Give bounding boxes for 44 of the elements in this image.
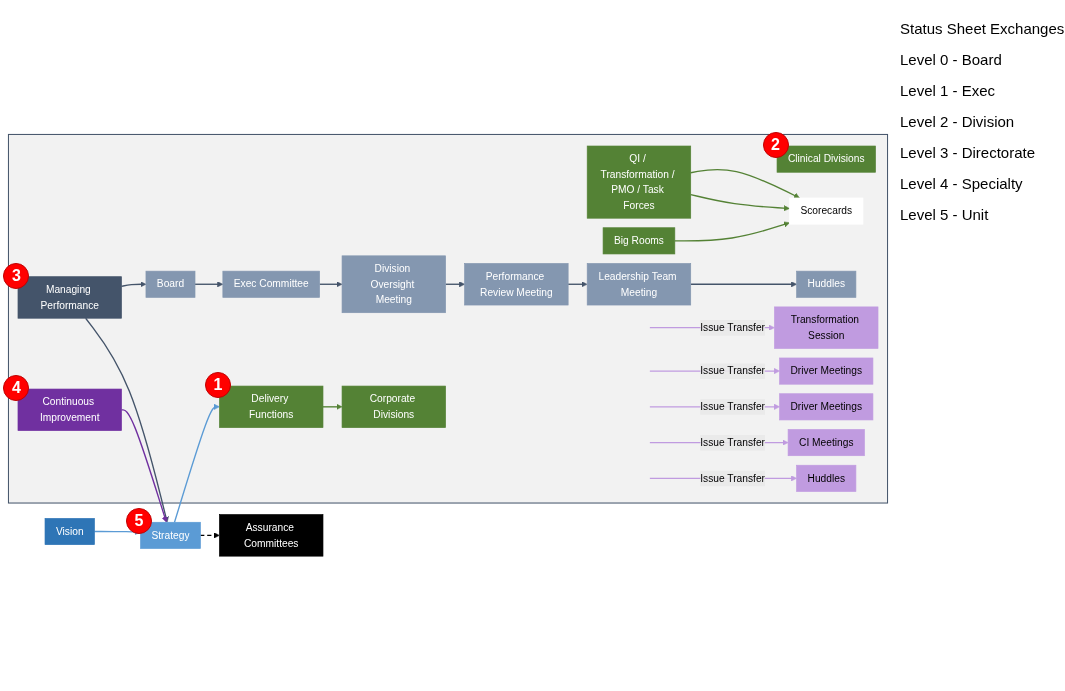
- node-box: Huddles: [795, 465, 856, 492]
- node-box: Division Oversight Meeting: [341, 255, 446, 314]
- node-box: Driver Meetings: [778, 357, 873, 385]
- node-box: Performance Review Meeting: [463, 263, 568, 306]
- level-label: Level 1 - Exec: [900, 82, 997, 99]
- level-label: Level 3 - Directorate: [900, 144, 1037, 161]
- arrow: [84, 317, 169, 523]
- arrow: [689, 169, 800, 199]
- level-label: Status Sheet Exchanges: [900, 20, 1065, 37]
- arrow: [199, 532, 220, 539]
- edge-label: Issue Transfer: [699, 400, 765, 413]
- node-box: Transformation Session: [773, 306, 878, 349]
- number-badge: 5: [126, 508, 153, 535]
- arrow: [120, 281, 146, 288]
- edge-label: Issue Transfer: [699, 472, 765, 484]
- arrow: [673, 221, 790, 242]
- node-box: Huddles: [795, 271, 856, 298]
- level-label: Level 0 - Board: [900, 51, 1003, 68]
- arrow: [318, 281, 342, 288]
- node-box: Exec Committee: [222, 271, 320, 298]
- node-box: Assurance Committees: [218, 514, 323, 557]
- arrow: [689, 194, 790, 212]
- arrow: [566, 281, 587, 288]
- node-box: CI Meetings: [787, 429, 865, 457]
- node-box: Driver Meetings: [778, 393, 873, 421]
- node-box: QI / Transformation / PMO / Task Forces: [586, 145, 691, 219]
- arrow: [689, 281, 797, 288]
- number-badge: 4: [3, 375, 30, 402]
- edge-label: Issue Transfer: [699, 436, 765, 449]
- node-box: Vision: [44, 518, 95, 546]
- edge-label: Issue Transfer: [699, 364, 765, 377]
- node-box: Leadership Team Meeting: [586, 263, 691, 306]
- level-label: Level 2 - Division: [900, 113, 1016, 130]
- arrow: [193, 281, 223, 288]
- edge-label: Issue Transfer: [699, 321, 765, 334]
- node-box: Scorecards: [788, 197, 863, 225]
- arrow: [120, 409, 168, 523]
- node-box: Board: [145, 271, 195, 298]
- level-label: Level 5 - Unit: [900, 206, 990, 223]
- level-label: Level 4 - Specialty: [900, 175, 1024, 192]
- node-box: Big Rooms: [602, 227, 675, 255]
- arrow: [173, 404, 220, 524]
- arrow: [321, 404, 342, 411]
- node-box: Corporate Divisions: [341, 385, 446, 429]
